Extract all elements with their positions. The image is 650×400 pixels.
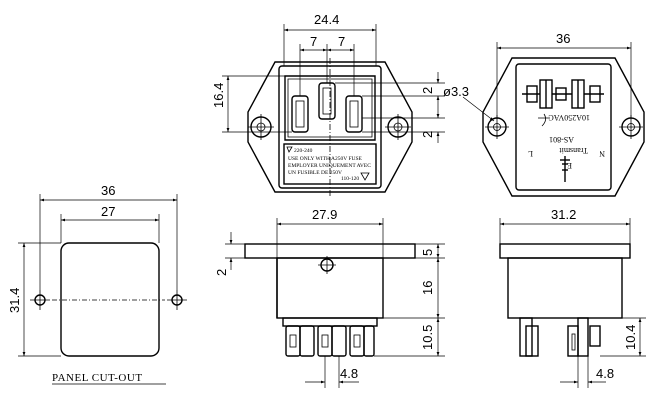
rear-mark-e: E <box>567 161 572 170</box>
side-a-dim-body: 16 <box>420 281 435 295</box>
cutout-dim-inner: 27 <box>101 204 115 219</box>
cutout-dim-outer: 36 <box>101 183 115 198</box>
front-dim-pin-left: 7 <box>310 34 317 49</box>
side-a-dim-width: 27.9 <box>312 207 337 222</box>
front-dim-height: 16.4 <box>211 83 226 108</box>
rear-rating: 10A250VAC <box>548 113 590 122</box>
rear-dim-hole: ø3.3 <box>443 84 469 99</box>
rear-model: AS-801 <box>549 135 574 144</box>
rear-view: 10A250VAC AS-801 Transmit N L E 36 ø3.3 <box>443 31 645 197</box>
side-b-dim-pins: 10.4 <box>623 325 638 350</box>
panel-cutout: 36 27 31.4 PANEL CUT-OUT <box>7 183 187 385</box>
side-view-a: 27.9 2 5 16 10.5 4.8 <box>214 207 445 388</box>
front-dim-pin-right: 7 <box>338 34 345 49</box>
front-view: 220-240 USE ONLY WITH A250V FUSE EMPLOYE… <box>211 12 445 196</box>
side-a-dim-pins: 10.5 <box>420 325 435 350</box>
fuse-small-bottom: 110-120 <box>341 176 359 182</box>
rear-mark-n: N <box>599 149 605 158</box>
side-a-dim-pin-pitch: 4.8 <box>340 366 358 381</box>
rear-dim-width: 36 <box>556 31 570 46</box>
front-dim-width: 24.4 <box>314 12 339 27</box>
front-dim-pin-bottom: 2 <box>420 131 435 138</box>
fuse-label-line-3: UN FUSIBLE DE 250V <box>288 170 342 176</box>
side-b-dim-width: 31.2 <box>551 207 576 222</box>
side-view-b: 31.2 10.4 4.8 <box>499 207 646 388</box>
fuse-symbol <box>522 79 604 109</box>
rear-brand: Transmit <box>559 146 588 155</box>
side-b-dim-pin-pitch: 4.8 <box>596 366 614 381</box>
fuse-label-line-1: USE ONLY WITH A250V FUSE <box>288 156 363 162</box>
side-a-dim-flange: 5 <box>420 249 435 256</box>
fuse-small-top: 220-240 <box>294 148 313 154</box>
side-a-dim-flange-offset: 2 <box>214 269 229 276</box>
front-dim-pin-top: 2 <box>420 87 435 94</box>
cutout-dim-height: 31.4 <box>7 288 22 313</box>
rear-mark-l: L <box>528 149 533 158</box>
cutout-label: PANEL CUT-OUT <box>52 372 143 384</box>
